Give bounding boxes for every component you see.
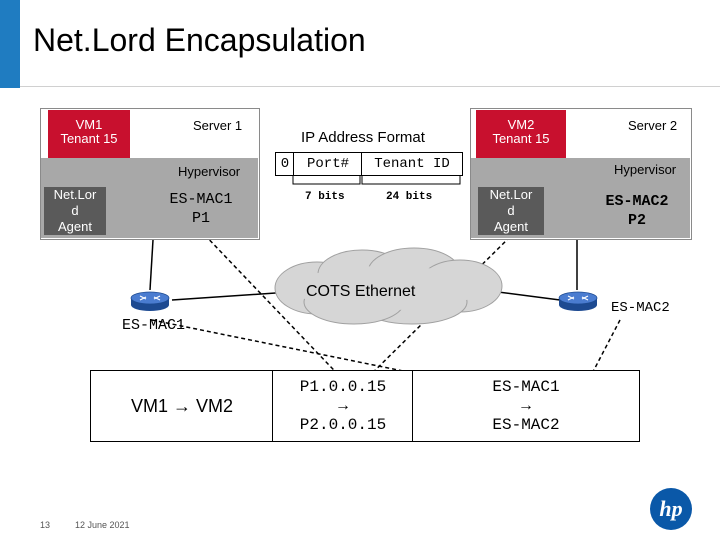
ip-format-field-flag: 0 <box>275 152 295 176</box>
ip-format-port-bits: 7 bits <box>305 191 345 203</box>
server1-agent: Net.Lor d Agent <box>44 187 106 235</box>
slide-date: 12 June 2021 <box>75 520 130 530</box>
slide-title: Net.Lord Encapsulation <box>33 22 366 58</box>
switch1-label: ES-MAC1 <box>122 317 186 334</box>
server2-vm: VM2 Tenant 15 <box>476 110 566 158</box>
server1-vm: VM1 Tenant 15 <box>48 110 130 158</box>
cots-ethernet-cloud-icon <box>274 247 503 325</box>
packet-step-ip: P1.0.0.15 → P2.0.0.15 <box>272 370 414 442</box>
title-accent-bar <box>0 0 20 88</box>
hp-logo-icon: hp <box>650 488 692 530</box>
packet-step-vm-text: VM1 → VM2 <box>130 395 234 416</box>
server1-uplink <box>149 239 154 291</box>
cloud-to-switch2-link <box>497 291 561 301</box>
ip-format-field-tenant: Tenant ID <box>361 152 463 176</box>
server2-hypervisor-label: Hypervisor <box>614 162 677 177</box>
title-divider <box>20 86 720 87</box>
switch1-router-icon <box>130 291 170 311</box>
ip-format-tenant-bits: 24 bits <box>386 191 433 203</box>
cloud-label: COTS Ethernet <box>306 283 416 300</box>
hp-logo-text: hp <box>659 496 682 521</box>
esmac1-to-packet-arrow <box>151 319 474 389</box>
server1-esmac: ES-MAC1 P1 <box>169 191 233 227</box>
ip-format-field-port: Port# <box>293 152 363 176</box>
server2-label: Server 2 <box>628 118 678 133</box>
slide-number: 13 <box>40 520 51 530</box>
packet-step-vm: VM1 → VM2 <box>90 370 274 442</box>
packet-step-ip-text: P1.0.0.15 → P2.0.0.15 <box>299 377 387 434</box>
server2-agent: Net.Lor d Agent <box>478 187 544 235</box>
server1-label: Server 1 <box>193 118 243 133</box>
switch2-router-icon <box>558 291 598 311</box>
server2-esmac: ES-MAC2 P2 <box>605 193 669 229</box>
switch1-to-cloud-link <box>171 291 291 301</box>
switch2-label: ES-MAC2 <box>611 300 670 316</box>
ip-format-title: IP Address Format <box>301 129 425 146</box>
ip-format-bit-brackets <box>292 176 461 185</box>
packet-step-mac-text: ES-MAC1 → ES-MAC2 <box>492 377 560 434</box>
server1-hypervisor-label: Hypervisor <box>178 164 241 179</box>
packet-step-mac: ES-MAC1 → ES-MAC2 <box>412 370 640 442</box>
